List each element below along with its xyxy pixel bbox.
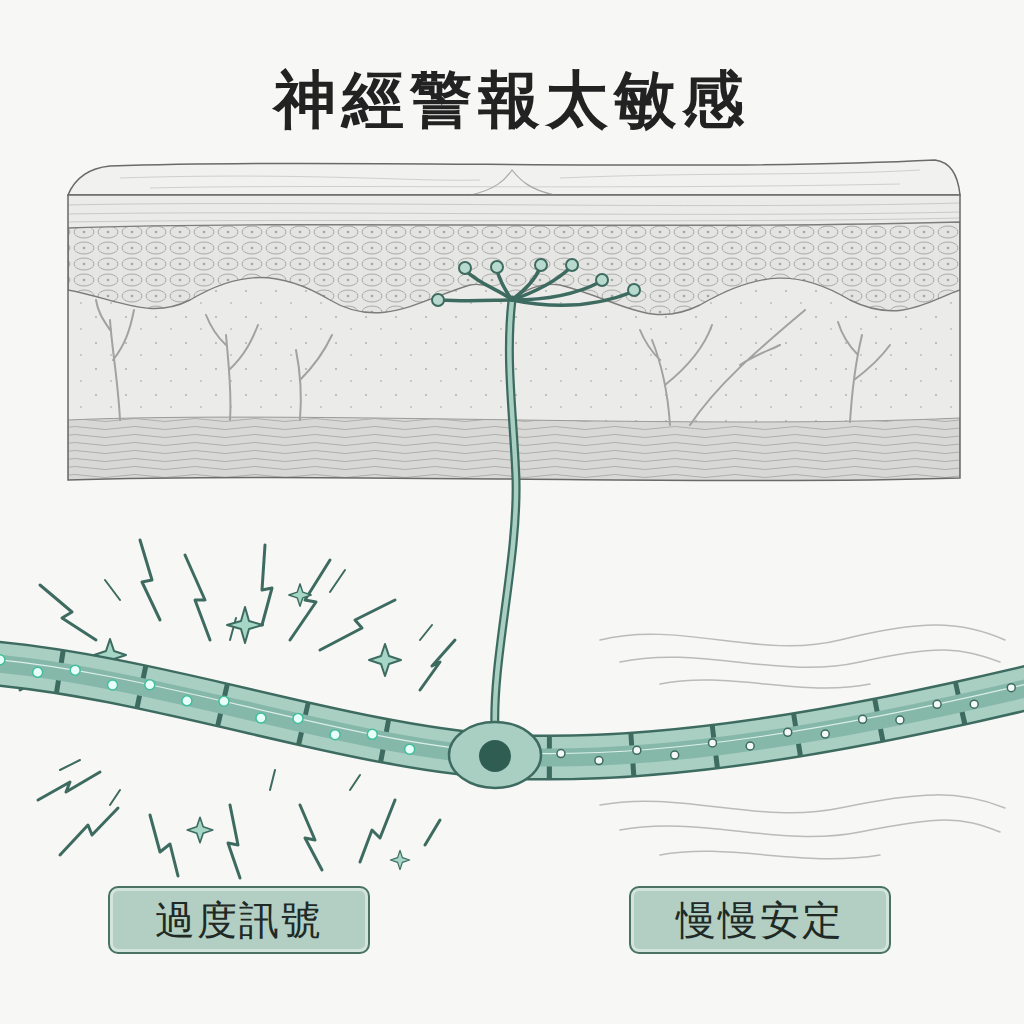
signal-dot [145,680,155,690]
signal-dot [182,696,192,706]
signal-dot [367,729,377,739]
signal-dot [1007,684,1015,692]
signal-dot [557,750,565,758]
signal-dot [33,667,43,677]
signal-dot [108,680,118,690]
diagram-title: 神經警報太敏感 [274,63,750,137]
signal-dot [330,730,340,740]
label-text: 過度訊號 [155,896,323,944]
label-box: 慢慢安定 [629,886,891,954]
dermis-nerve-branches [96,300,890,425]
signal-dot [0,655,5,665]
signal-dot [859,715,867,723]
signal-dot [784,728,792,736]
signal-dot [708,739,716,747]
signal-dot [896,716,904,724]
signal-dot [821,730,829,738]
signal-dot [671,751,679,759]
signal-dot [970,700,978,708]
signal-dot [405,744,415,754]
epidermis [68,222,960,315]
signal-dot [70,665,80,675]
stratum-streaks [68,203,960,222]
soma [449,722,541,788]
label-text: 慢慢安定 [676,896,844,944]
signal-dot [746,742,754,750]
signal-dot [933,700,941,708]
epidermis-cells [68,222,960,315]
signal-dot [219,696,229,706]
nerve-fiber [432,259,640,730]
signal-dot [595,757,603,765]
nerve-stem-outline [495,300,516,730]
skin-crease [470,170,555,195]
nerve-stem [495,300,516,730]
skin-top-face [68,160,960,195]
nucleus [479,740,511,772]
signal-dot [293,713,303,723]
nerve-endings [432,259,640,306]
signal-dot [633,746,641,754]
signal-dot [256,713,266,723]
label-box: 過度訊號 [108,886,370,954]
cell-body [449,722,541,788]
